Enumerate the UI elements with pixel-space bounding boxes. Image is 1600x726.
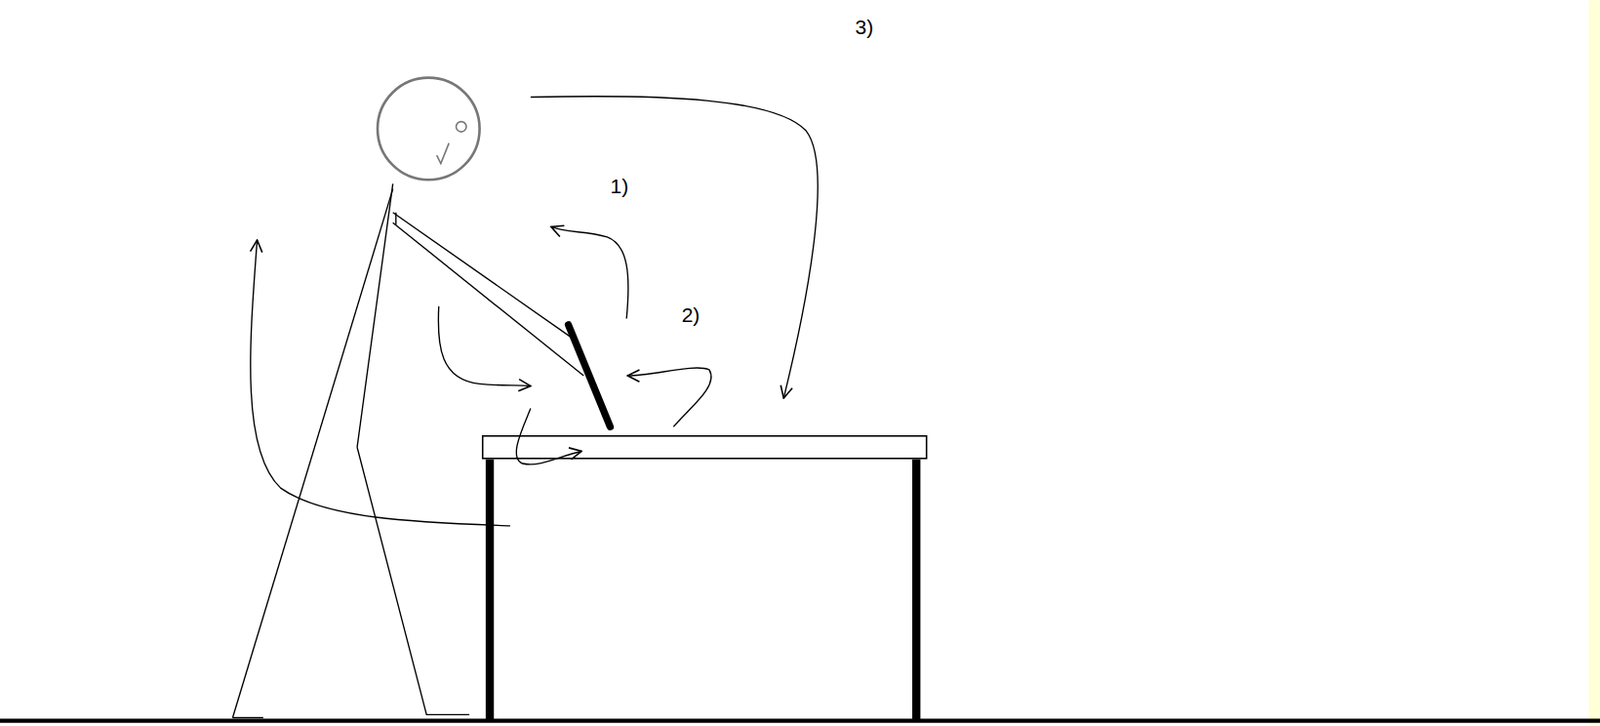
edge-strip [1588,0,1600,726]
table-top [482,436,927,459]
shoulder-line [395,212,397,226]
motion-arrow [551,226,629,319]
arm-line [393,222,585,376]
table-leg [485,459,494,721]
motion-arrow [438,306,531,387]
head-circle [377,78,480,181]
callout-number: 3) [854,16,874,38]
table-leg [912,459,920,721]
leg-line [232,189,393,719]
ground-line [0,719,1600,723]
body-line [357,183,394,447]
motion-arrow [516,408,582,465]
arm-line [393,212,574,340]
mouth [437,143,450,164]
leg-line [357,446,470,715]
motion-arrow [530,96,818,399]
callout-number: 2) [681,304,701,325]
knife [568,324,611,428]
eye [456,121,467,132]
motion-arrow [627,367,712,427]
foot-line [232,717,263,719]
motion-arrow [250,240,511,526]
callout-number: 1) [609,175,629,197]
